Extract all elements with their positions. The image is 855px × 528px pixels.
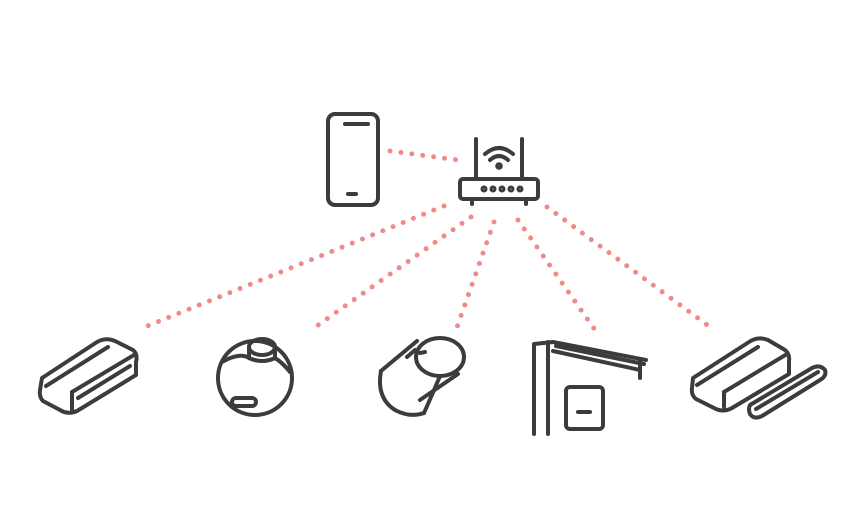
connection-sensor [137, 203, 447, 332]
sensor-module-icon [37, 337, 139, 415]
connection-door-sensor [544, 204, 717, 333]
connection-phone [387, 148, 461, 163]
connection-wall-panel [515, 217, 598, 333]
connections [137, 148, 717, 333]
connection-valve [453, 219, 497, 333]
radiator-valve-icon [378, 336, 466, 417]
round-thermostat-icon [216, 337, 294, 417]
smartphone-icon [326, 112, 380, 207]
connection-thermostat [311, 214, 474, 331]
wall-switch-panel-icon [532, 340, 648, 436]
wifi-router-icon [458, 137, 540, 206]
door-window-sensor-icon [689, 336, 828, 420]
